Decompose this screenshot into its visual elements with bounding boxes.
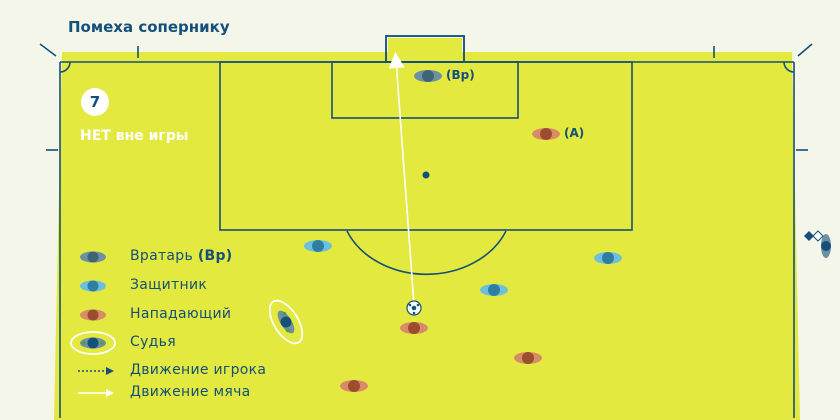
legend-goalkeeper-label: Вратарь [130, 248, 193, 264]
defender-player [480, 284, 508, 296]
legend-goalkeeper-icon [80, 252, 106, 263]
goalkeeper-player [414, 70, 442, 82]
diagram-title: Помеха сопернику [68, 18, 230, 36]
scenario-number: 7 [81, 88, 109, 116]
legend-defender-icon [80, 281, 106, 292]
legend-goalkeeper-abbr: (Вр) [198, 248, 233, 264]
offside-status: НЕТ вне игры [80, 128, 188, 144]
legend-player-move-label: Движение игрока [130, 362, 266, 378]
attacker-player [400, 322, 428, 334]
whistle-flag-icon [804, 231, 823, 241]
legend-defender-label: Защитник [130, 277, 207, 293]
defender-player [304, 240, 332, 252]
defender-player [594, 252, 622, 264]
legend-ball-move-label: Движение мяча [130, 384, 251, 400]
attacker-tag: (А) [564, 126, 584, 140]
attacker-player-a [532, 128, 560, 140]
attacker-player [514, 352, 542, 364]
legend-referee-label: Судья [130, 334, 176, 350]
legend-attacker-icon [80, 310, 106, 321]
penalty-spot [423, 172, 430, 179]
legend-attacker-label: Нападающий [130, 306, 231, 322]
goal-net [388, 38, 462, 60]
goalkeeper-tag: (Вр) [446, 68, 475, 82]
assistant-referee [821, 234, 831, 258]
attacker-player [340, 380, 368, 392]
legend-goalkeeper: Вратарь (Вр) [130, 248, 233, 264]
ball-icon [407, 301, 421, 315]
